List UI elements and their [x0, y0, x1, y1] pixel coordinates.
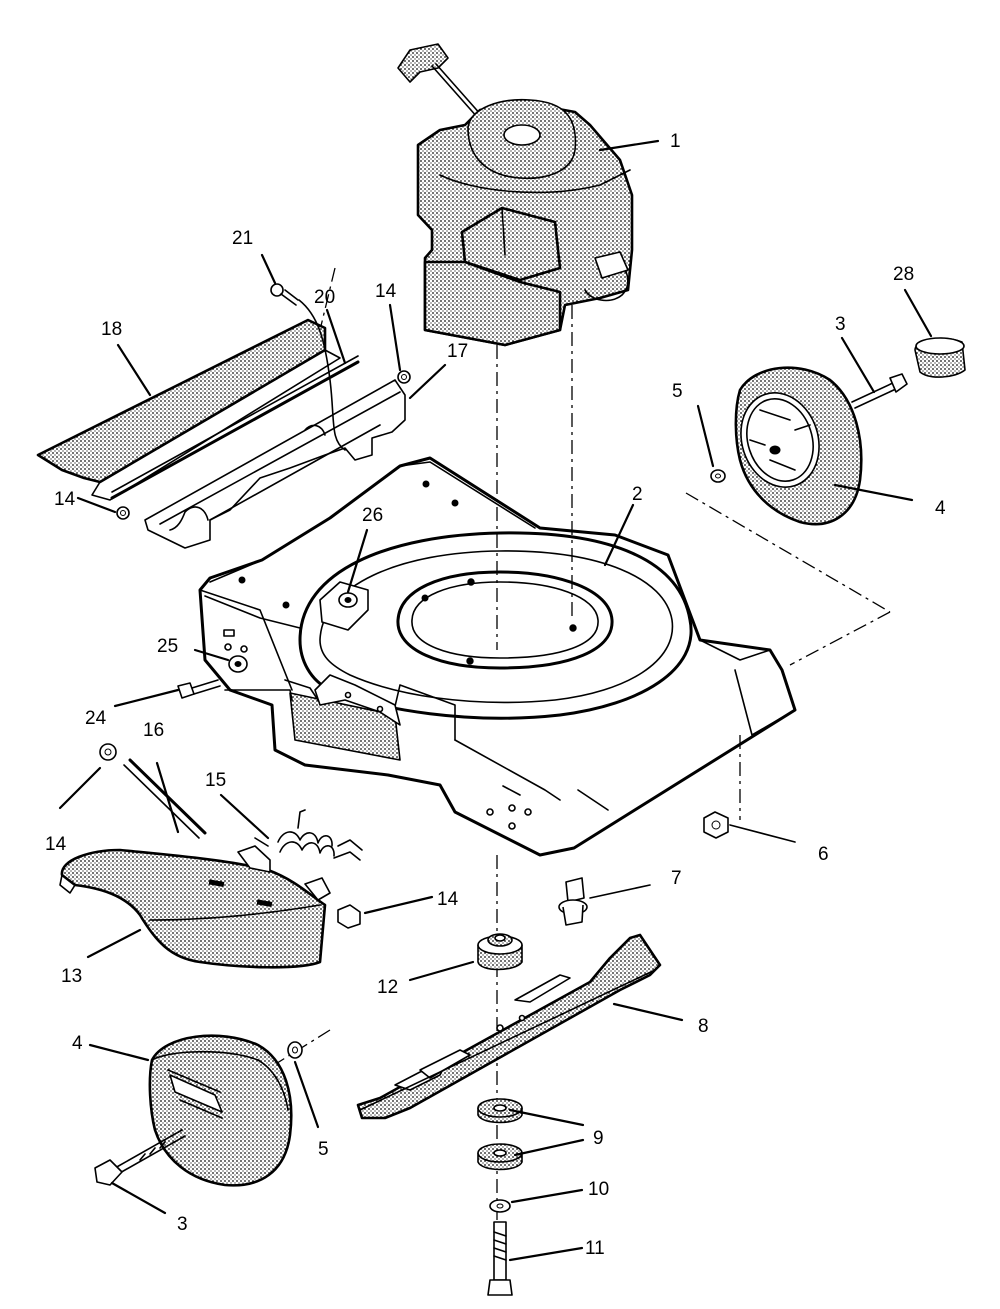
starter-handle-icon	[397, 43, 449, 83]
callout-14-deflector-right: 14	[437, 889, 459, 910]
wheel-right	[696, 288, 966, 526]
callout-11: 11	[585, 1238, 605, 1259]
callout-8: 8	[698, 1016, 709, 1037]
callout-13: 13	[61, 966, 82, 987]
callout-24: 24	[85, 708, 107, 729]
engine	[397, 43, 660, 347]
wheel-left	[88, 1034, 320, 1215]
callout-2: 2	[632, 484, 643, 505]
rear-door-assembly	[36, 253, 447, 549]
callout-15: 15	[205, 770, 226, 791]
callout-4-right: 4	[935, 498, 946, 519]
callout-7: 7	[671, 868, 682, 889]
callout-6: 6	[818, 844, 829, 865]
callout-28: 28	[893, 264, 914, 285]
callout-1: 1	[670, 131, 681, 152]
callout-25: 25	[157, 636, 178, 657]
callout-14-top-left: 14	[54, 489, 76, 510]
callout-10: 10	[588, 1179, 609, 1200]
cutting-blade	[356, 933, 684, 1120]
callout-17: 17	[447, 341, 468, 362]
callout-3-right: 3	[835, 314, 846, 335]
callout-9: 9	[593, 1128, 604, 1149]
callout-14-deflector-left: 14	[45, 834, 67, 855]
callout-26: 26	[362, 505, 383, 526]
callout-12: 12	[377, 977, 398, 998]
callout-labels: 1 2 3 3 4 4 5 5 6 7 8 9 10 11 12 13 14 1…	[45, 131, 946, 1259]
callout-20: 20	[314, 287, 335, 308]
height-adjust-bolt	[113, 648, 248, 708]
callout-5-right: 5	[672, 381, 683, 402]
callout-3-left: 3	[177, 1214, 188, 1235]
blade-adapter	[408, 933, 523, 982]
bracket-26	[319, 528, 369, 631]
mower-deck	[198, 456, 797, 857]
callout-16: 16	[143, 720, 164, 741]
callout-18: 18	[101, 319, 122, 340]
callout-14-top-right: 14	[375, 281, 397, 302]
nut-and-bolt	[558, 811, 796, 926]
callout-4-left: 4	[72, 1033, 83, 1054]
callout-5-left: 5	[318, 1139, 329, 1160]
blade-hardware	[477, 1098, 585, 1296]
rear-flap	[36, 318, 327, 484]
callout-21: 21	[232, 228, 253, 249]
discharge-deflector	[58, 743, 434, 969]
